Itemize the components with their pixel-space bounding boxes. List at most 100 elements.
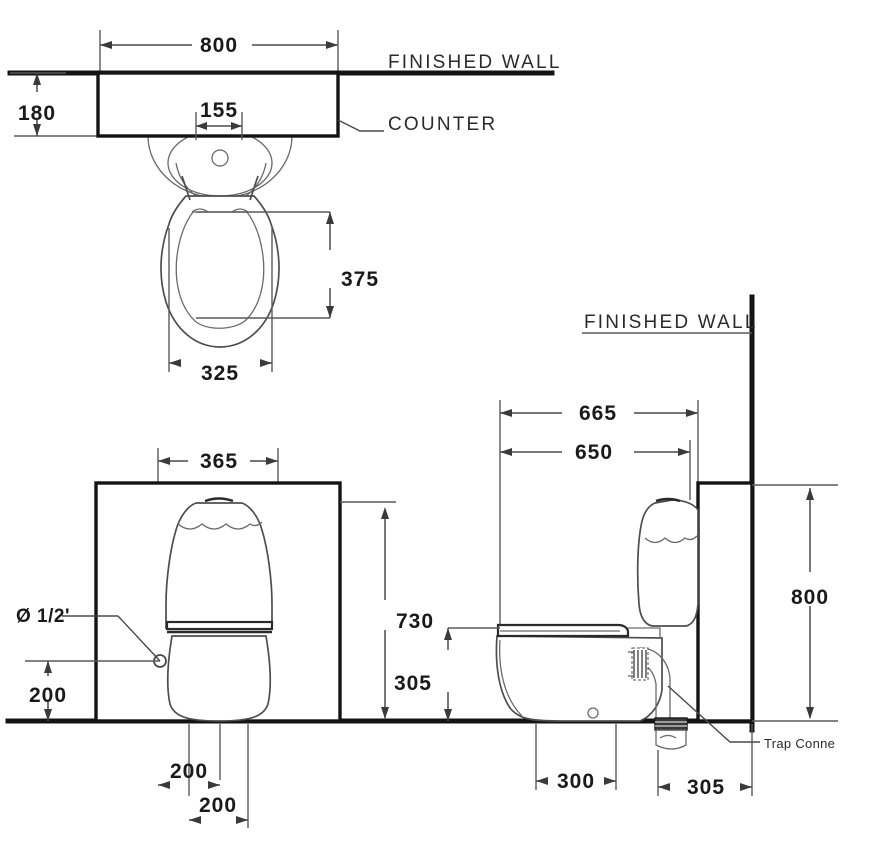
side-elevation-view: 665 650 [394,400,838,799]
dim-200-a: 200 [158,724,221,796]
supply-leader-diagonal [117,615,161,662]
dim-665-side: 665 [499,400,699,640]
arrow-left [500,409,512,417]
side-trap-flange-detail [628,647,649,681]
supply-pipe-label: Ø 1/2' [16,606,70,627]
side-block-outline [696,481,754,723]
arrow-right [266,457,278,465]
side-bowl-outline [495,635,663,722]
dim-800-plan-label: 800 [200,34,238,57]
front-toilet-fixture [165,497,274,722]
dim-180-plan: 180 [10,72,98,137]
dim-375-plan: 375 [196,211,379,319]
plan-side-taper-right [249,175,259,201]
dim-665-side-label: 665 [579,402,617,425]
arrow-bottom [326,306,334,318]
arrow-left [189,816,201,824]
plan-view: 800 FINISHED WALL 180 [7,30,562,385]
dim-300-side: 300 [535,724,617,793]
trap-leader-line [667,685,760,743]
dim-180-plan-label: 180 [18,102,56,125]
arrow-top [326,212,334,224]
arrow-right [326,41,338,49]
arrow-left [158,457,170,465]
dim-300-side-label: 300 [557,770,595,793]
arrow-right [740,783,752,791]
finished-wall-label-right: FINISHED WALL [584,312,758,333]
side-rim-connector [628,627,661,638]
dim-800-plan: 800 [99,30,339,72]
floor-sleeve-band [654,717,688,731]
arrow-left [196,122,207,130]
arrow-left [158,781,170,789]
arrow-bottom [806,707,814,719]
arrow-right [236,816,248,824]
plan-side-taper-left [181,175,191,201]
dim-365-front-label: 365 [200,450,238,473]
arrow-bottom [33,124,41,136]
plan-flush-button [211,149,229,167]
dim-800-side: 800 [752,484,838,722]
counter-callout: COUNTER [337,114,497,135]
dim-200-b: 200 [189,724,249,828]
dim-325-plan-label: 325 [201,362,239,385]
plan-hinge-right [231,208,249,213]
arrow-top [806,488,814,500]
side-seat-bar [496,623,630,638]
dim-155-plan: 155 [195,99,243,140]
arrow-top [44,661,52,673]
finished-wall-label-top: FINISHED WALL [388,52,562,73]
floor-sleeve-inner-curve [659,734,677,739]
arrow-right [604,777,616,785]
arrow-right [260,359,272,367]
dim-200-supply-label: 200 [29,684,67,707]
side-bowl-front-curve [498,639,523,717]
front-tank-lid-scallop [177,521,263,530]
counter-label: COUNTER [388,114,497,135]
side-tank-top-cap [655,497,681,503]
dim-650-side-label: 650 [575,441,613,464]
plan-seat-inner-outline [175,211,265,329]
side-bolt-cap [587,707,599,719]
plan-hinge-left [191,208,209,213]
side-counter-block [696,481,754,723]
dim-730-front-label: 730 [396,610,434,633]
arrow-top [444,628,452,640]
arrow-left [658,783,670,791]
dim-200-a-label: 200 [170,760,208,783]
trap-connector-callout: Trap Conne [667,685,835,751]
arrow-left [500,448,512,456]
floor-sleeve-body [655,729,687,750]
front-tank-outline [165,502,273,629]
front-bowl-outline [167,635,271,722]
front-seat-bar-rect [165,620,274,631]
dim-325-plan: 325 [168,228,273,385]
side-floor-sleeve [654,717,688,750]
trap-flange-box [631,647,649,681]
arrow-bottom [44,709,52,721]
side-tank-lid-scallop [644,535,698,544]
dim-375-plan-label: 375 [341,268,379,291]
dim-730-front: 730 [340,501,434,719]
dim-305-side: 305 [394,627,500,721]
side-toilet-fixture [495,497,699,750]
arrow-left [100,41,112,49]
dim-305-trap-label: 305 [687,776,725,799]
arrow-left [169,359,181,367]
dim-155-plan-label: 155 [200,99,238,122]
trap-connector-label: Trap Conne [764,736,835,751]
dim-650-side: 650 [500,440,691,500]
front-elevation-view: 365 Ø 1 [16,448,434,828]
arrow-bottom [381,707,389,719]
plan-bowl-outline [160,195,280,348]
arrow-left [536,777,548,785]
arrow-top [33,73,41,85]
side-tank-outline [636,499,699,627]
arrow-bottom [444,709,452,721]
arrow-right [231,122,242,130]
dim-200-supply: 200 [25,660,160,721]
counter-leader-line [337,119,384,132]
dim-800-side-label: 800 [791,586,829,609]
